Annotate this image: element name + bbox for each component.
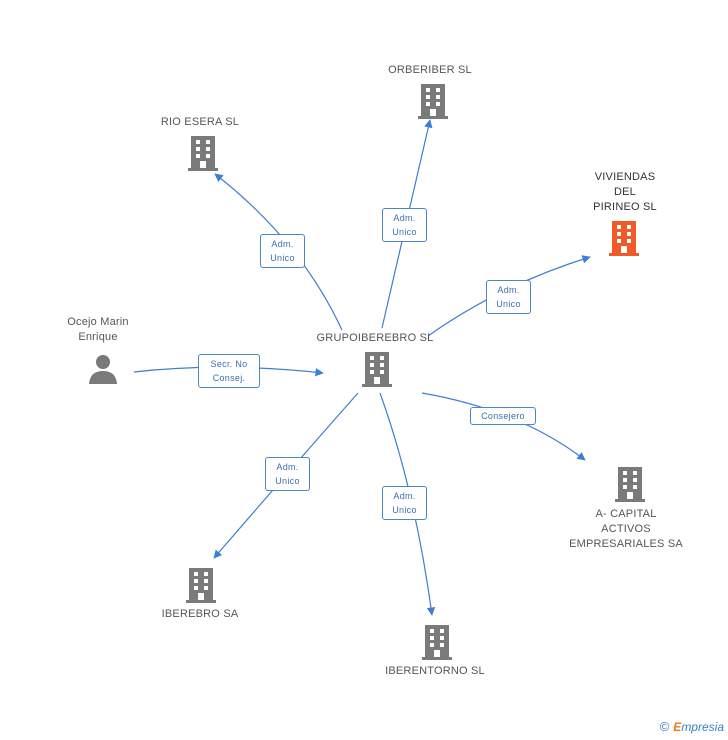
building-icon[interactable]	[418, 83, 448, 119]
node-label-iberebro[interactable]: IBEREBRO SA	[161, 608, 239, 620]
node-label-orberiber[interactable]: ORBERIBER SL	[388, 64, 472, 76]
copyright-icon: ©	[659, 719, 670, 734]
building-icon[interactable]	[188, 135, 218, 171]
node-label-rio-esera[interactable]: RIO ESERA SL	[160, 116, 240, 128]
edge-label-rio-esera[interactable]: Adm. Unico	[260, 234, 305, 268]
person-icon[interactable]	[88, 353, 118, 385]
edge-label-orberiber[interactable]: Adm. Unico	[382, 208, 427, 242]
building-icon[interactable]	[186, 567, 216, 603]
building-icon[interactable]	[422, 624, 452, 660]
node-label-a-capital[interactable]: A- CAPITAL ACTIVOS EMPRESARIALES SA	[569, 508, 683, 550]
node-label-center[interactable]: GRUPOIBEREBRO SL	[316, 332, 434, 344]
edge-label-viviendas[interactable]: Adm. Unico	[486, 280, 531, 314]
edge-label-iberebro[interactable]: Adm. Unico	[265, 457, 310, 491]
building-icon[interactable]	[615, 466, 645, 502]
edge-a-capital	[421, 392, 586, 461]
edge-label-iberentorno[interactable]: Adm. Unico	[382, 486, 427, 520]
brand-watermark: ©Empresia	[660, 719, 724, 734]
brand-rest: mpresia	[681, 720, 724, 734]
edge-label-ocejo[interactable]: Secr. No Consej.	[198, 354, 260, 388]
node-label-viviendas[interactable]: VIVIENDAS DEL PIRINEO SL	[593, 171, 657, 213]
node-label-iberentorno[interactable]: IBERENTORNO SL	[385, 665, 485, 677]
node-label-ocejo[interactable]: Ocejo Marin Enrique	[67, 316, 129, 343]
building-icon-highlighted[interactable]	[609, 220, 639, 256]
building-icon[interactable]	[362, 351, 392, 387]
edge-label-a-capital[interactable]: Consejero	[470, 407, 536, 425]
brand-e: E	[673, 720, 682, 734]
